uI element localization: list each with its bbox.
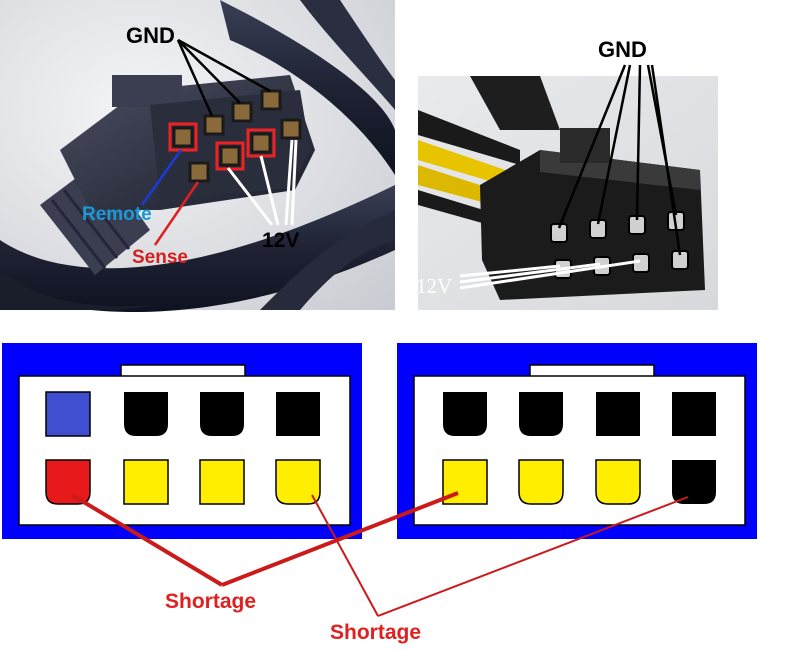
left-pin-remote (45, 391, 91, 437)
left-gnd-label: GND (126, 23, 175, 48)
right-pinout-diagram (397, 343, 757, 539)
left-pin-12v-3 (275, 459, 321, 505)
right-pin-12v-2 (518, 459, 564, 505)
sense-label: Sense (132, 247, 188, 268)
left-photo-bottom-pins (188, 118, 302, 183)
right-pin-gnd-1 (443, 392, 487, 436)
right-pin-gnd-2 (519, 392, 563, 436)
right-connector-photo: GND 12V (416, 37, 718, 310)
left-pinout-diagram (2, 343, 362, 539)
left-pin-gnd-1 (124, 392, 168, 436)
right-photo-top-pins (550, 211, 685, 243)
left-pin-gnd-2 (200, 392, 244, 436)
right-12v-label: 12V (416, 274, 452, 298)
left-gnd-leaders (176, 38, 271, 117)
shortage-connections: Shortage Shortage (70, 491, 689, 644)
left-12v-leaders (226, 139, 298, 226)
right-gnd-leaders (557, 64, 682, 256)
left-photo-top-pins (172, 89, 282, 148)
right-12v-leaders (459, 259, 641, 290)
left-12v-label: 12V (262, 229, 299, 252)
right-gnd-label: GND (598, 37, 647, 62)
shortage-label-1: Shortage (165, 590, 256, 613)
right-pin-12v-3 (595, 459, 641, 505)
left-connector-photo: GND Remote Sense 12V (0, 0, 395, 313)
left-pin-12v-1 (123, 459, 169, 505)
left-pin-gnd-3 (276, 392, 320, 436)
sense-leader-line (153, 181, 200, 246)
right-pin-gnd-3 (596, 392, 640, 436)
left-pin-12v-2 (199, 459, 245, 505)
right-pin-gnd-5 (672, 460, 716, 504)
shortage-label-2: Shortage (330, 621, 421, 644)
right-pin-gnd-4 (672, 392, 716, 436)
remote-label: Remote (82, 204, 152, 225)
left-pin-sense (45, 459, 91, 505)
remote-leader-line (140, 149, 183, 206)
